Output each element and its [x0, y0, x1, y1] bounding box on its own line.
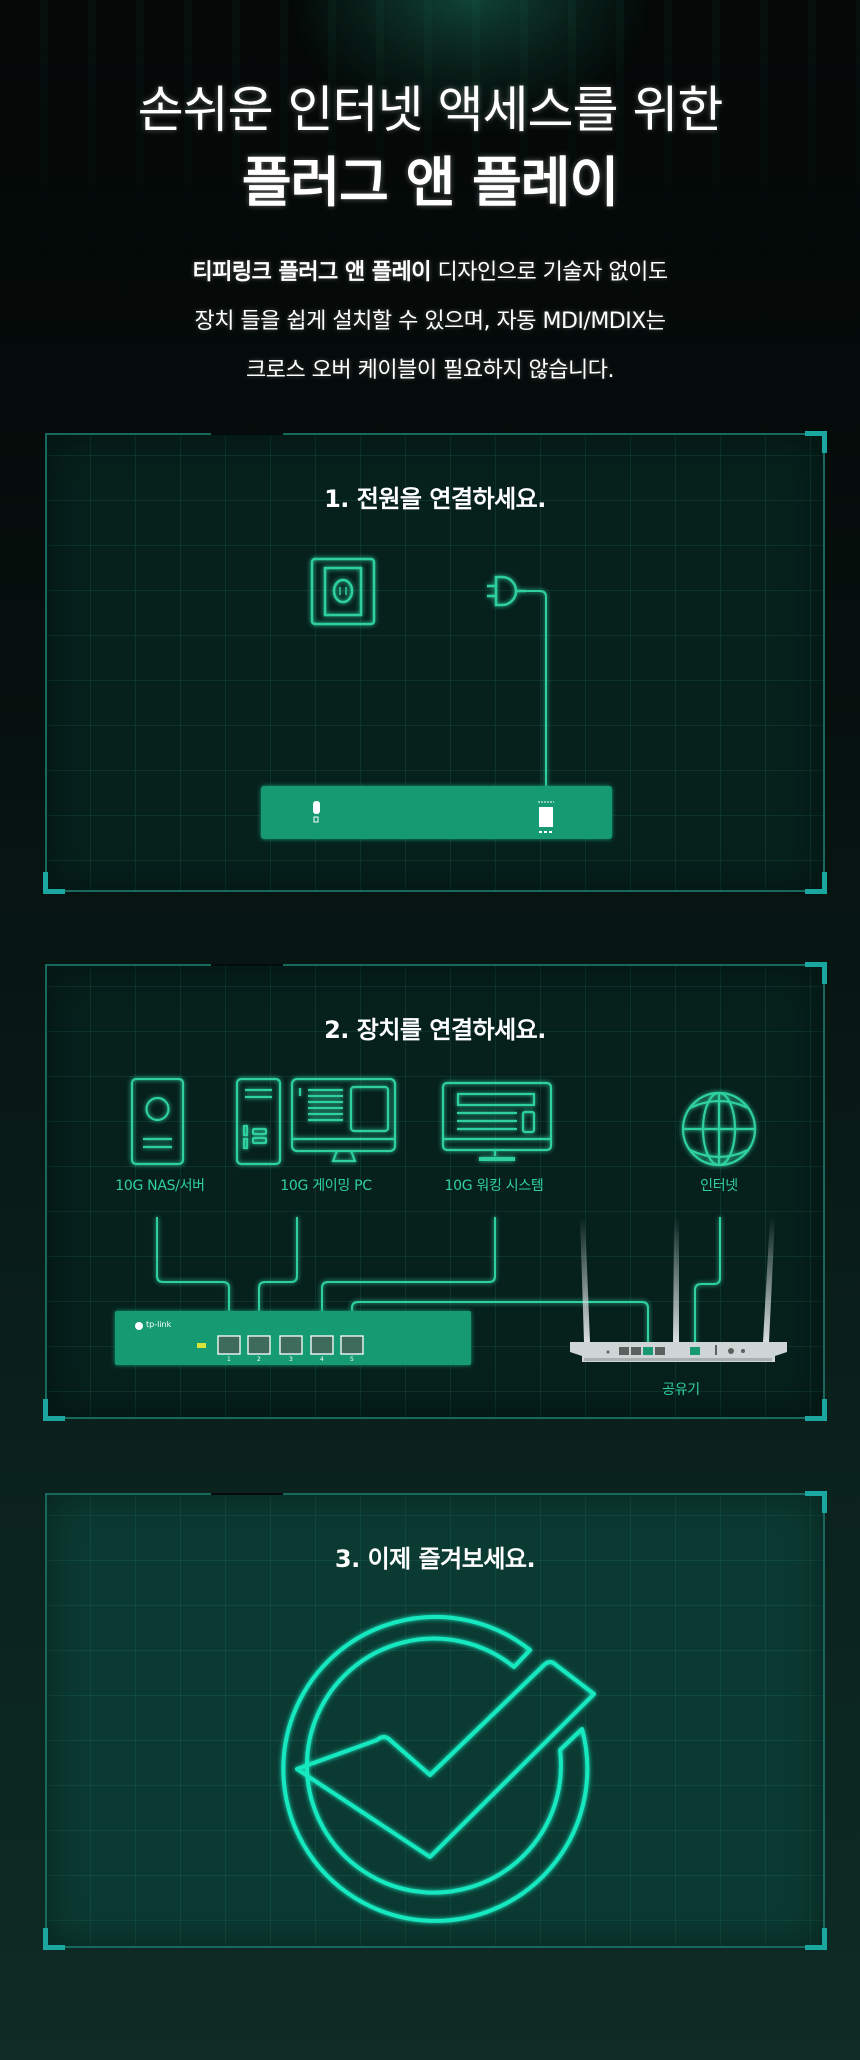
header-glow [0, 0, 860, 260]
device-label-gaming-pc: 10G 게이밍 PC [280, 1178, 372, 1194]
workstation-icon [441, 1081, 553, 1161]
step-1-title: 1. 전원을 연결하세요. [324, 485, 546, 513]
port-numbers: 1 2 3 4 5 [218, 1356, 371, 1363]
device-label-workstation: 10G 워킹 시스템 [444, 1178, 544, 1194]
switch-rear [261, 786, 612, 839]
description-line1: 디자인으로 기술자 없이도 [431, 260, 668, 285]
hero-title-line1: 손쉬운 인터넷 액세스를 위한 [137, 81, 724, 139]
hero-title-line2: 플러그 앤 플레이 [241, 151, 619, 214]
description-line2: 장치 들을 쉽게 설치할 수 있으며, 자동 MDI/MDIX는 [194, 309, 666, 334]
step-1-panel: 1. 전원을 연결하세요. [43, 431, 827, 894]
power-outlet-icon [310, 557, 376, 626]
check-circle-icon [281, 1614, 596, 1923]
status-led [197, 1343, 206, 1348]
device-label-router: 공유기 [662, 1382, 700, 1398]
port-number: 1 [227, 1356, 231, 1363]
port-number: 4 [320, 1356, 324, 1363]
port-number: 2 [257, 1356, 261, 1363]
port-number: 3 [289, 1356, 293, 1363]
power-plug-icon [487, 575, 526, 607]
step-2-title: 2. 장치를 연결하세요. [324, 1016, 546, 1044]
nas-server-icon [130, 1077, 185, 1166]
power-cable [526, 590, 547, 786]
switch-ports [217, 1335, 364, 1355]
router-body [570, 1342, 787, 1362]
device-label-nas: 10G NAS/서버 [115, 1178, 205, 1194]
switch-brand: tp-link [146, 1320, 172, 1329]
description-bold: 티피링크 플러그 앤 플레이 [192, 260, 431, 285]
router-antennas [580, 1217, 775, 1342]
description: 티피링크 플러그 앤 플레이 디자인으로 기술자 없이도 장치 들을 쉽게 설치… [0, 248, 860, 395]
gaming-pc-icon [235, 1077, 397, 1166]
tp-link-switch [115, 1311, 471, 1365]
network-cables [156, 1217, 721, 1352]
device-label-internet: 인터넷 [700, 1178, 738, 1194]
port-number: 5 [350, 1356, 354, 1363]
internet-globe-icon [681, 1091, 757, 1167]
step-2-panel: 2. 장치를 연결하세요. [43, 962, 827, 1421]
step-3-panel: 3. 이제 즐겨보세요. [43, 1491, 827, 1950]
description-line3: 크로스 오버 케이블이 필요하지 않습니다. [245, 358, 615, 383]
tp-link-logo-icon [135, 1322, 143, 1330]
step-3-title: 3. 이제 즐겨보세요. [334, 1545, 536, 1573]
